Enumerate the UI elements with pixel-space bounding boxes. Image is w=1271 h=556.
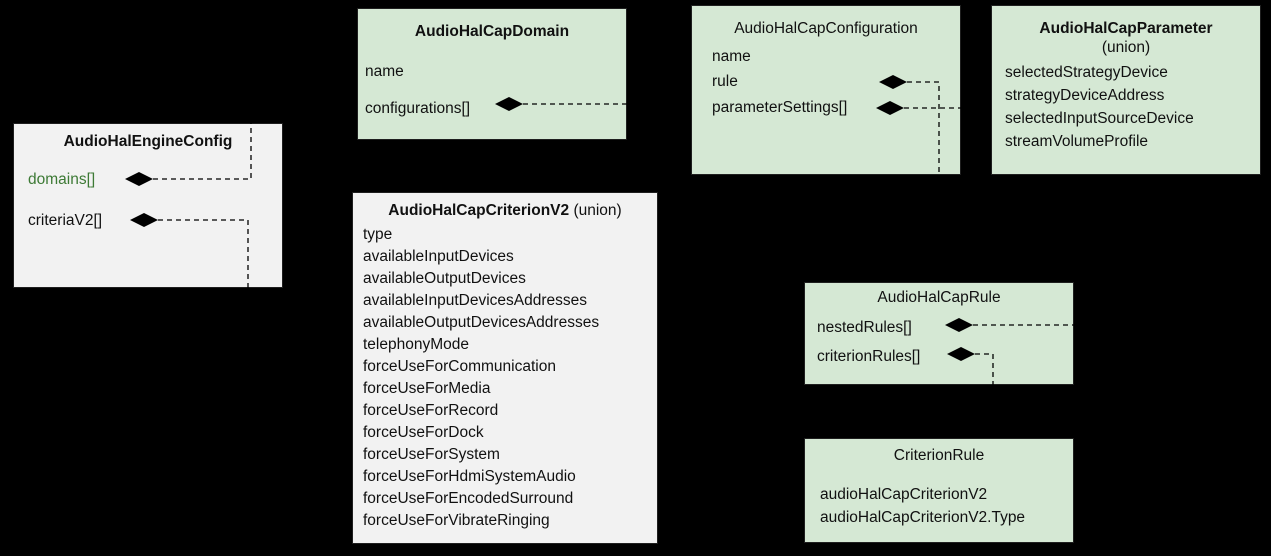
attribute-available-input-devices: availableInputDevices [363, 248, 514, 265]
class-title-audio-hal-cap-rule: AudioHalCapRule [877, 289, 1001, 306]
class-box-audio-hal-cap-rule[interactable]: AudioHalCapRule nestedRules[] criterionR… [804, 282, 1074, 385]
class-subtitle-union: (union) [1101, 39, 1151, 56]
class-title-text: AudioHalCapCriterionV2 [388, 202, 570, 219]
class-box-audio-hal-engine-config[interactable]: AudioHalEngineConfig domains[] criteriaV… [13, 123, 283, 288]
attribute-force-use-for-dock: forceUseForDock [363, 424, 484, 441]
attribute-force-use-for-system: forceUseForSystem [363, 446, 500, 463]
attribute-available-output-devices-addresses: availableOutputDevicesAddresses [363, 314, 600, 331]
class-title-audio-hal-cap-domain: AudioHalCapDomain [414, 23, 570, 40]
class-box-criterion-rule[interactable]: CriterionRule audioHalCapCriterionV2 aud… [804, 438, 1074, 543]
class-box-audio-hal-cap-configuration[interactable]: AudioHalCapConfiguration name rule param… [691, 5, 961, 175]
class-box-audio-hal-cap-parameter[interactable]: AudioHalCapParameter (union) selectedStr… [991, 5, 1261, 175]
attribute-criterion-rules: criterionRules[] [817, 348, 921, 365]
attribute-force-use-for-communication: forceUseForCommunication [363, 358, 556, 375]
attribute-audio-hal-cap-criterion-v2: audioHalCapCriterionV2 [820, 486, 988, 503]
class-title-audio-hal-cap-parameter: AudioHalCapParameter [1039, 20, 1213, 37]
attribute-parameter-settings: parameterSettings[] [712, 99, 848, 116]
attribute-type: type [363, 226, 393, 243]
attribute-selected-input-source-device: selectedInputSourceDevice [1005, 110, 1194, 127]
attribute-force-use-for-media: forceUseForMedia [363, 380, 491, 397]
attribute-audio-hal-cap-criterion-v2-type: audioHalCapCriterionV2.Type [820, 509, 1026, 526]
attribute-stream-volume-profile: streamVolumeProfile [1005, 133, 1149, 150]
attribute-telephony-mode: telephonyMode [363, 336, 469, 353]
attribute-name: name [365, 63, 404, 80]
attribute-available-output-devices: availableOutputDevices [363, 270, 526, 287]
class-box-audio-hal-cap-domain[interactable]: AudioHalCapDomain name configurations[] [357, 8, 627, 140]
attribute-nested-rules: nestedRules[] [817, 319, 912, 336]
attribute-force-use-for-encoded-surround: forceUseForEncodedSurround [363, 490, 574, 507]
class-title-criterion-rule: CriterionRule [893, 447, 985, 464]
attribute-name: name [712, 48, 751, 65]
attribute-strategy-device-address: strategyDeviceAddress [1005, 87, 1165, 104]
attribute-force-use-for-hdmi-system-audio: forceUseForHdmiSystemAudio [363, 468, 576, 485]
attribute-configurations: configurations[] [365, 100, 471, 117]
attribute-criteria-v2: criteriaV2[] [28, 212, 103, 229]
attribute-selected-strategy-device: selectedStrategyDevice [1005, 64, 1168, 81]
attribute-rule: rule [712, 73, 738, 90]
attribute-force-use-for-vibrate-ringing: forceUseForVibrateRinging [363, 512, 550, 529]
class-title-audio-hal-cap-criterion-v2: AudioHalCapCriterionV2 (union) [353, 202, 657, 220]
attribute-available-input-devices-addresses: availableInputDevicesAddresses [363, 292, 588, 309]
class-title-audio-hal-engine-config: AudioHalEngineConfig [63, 133, 233, 150]
class-subtitle-union-text: (union) [573, 202, 622, 219]
attribute-force-use-for-record: forceUseForRecord [363, 402, 499, 419]
attribute-domains: domains[] [28, 171, 96, 188]
class-box-audio-hal-cap-criterion-v2[interactable]: AudioHalCapCriterionV2 (union) type avai… [352, 192, 658, 544]
class-title-audio-hal-cap-configuration: AudioHalCapConfiguration [734, 20, 918, 37]
